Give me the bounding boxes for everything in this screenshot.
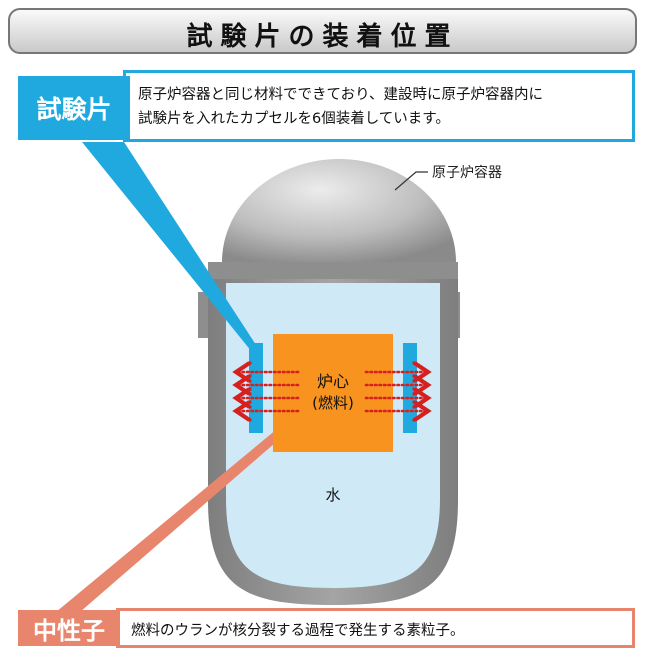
specimen-description-line2: 試験片を入れたカプセルを6個装着しています。 — [138, 111, 450, 127]
title-bar: 試験片の装着位置 — [8, 8, 637, 54]
specimen-capsule-left — [249, 343, 263, 433]
specimen-description-line1: 原子炉容器と同じ材料でできており、建設時に原子炉容器内に — [138, 87, 543, 103]
neutron-pointer — [56, 424, 290, 612]
specimen-pointer — [82, 142, 258, 352]
page-title: 試験片の装着位置 — [186, 22, 459, 52]
vessel-callout-line — [394, 171, 428, 191]
neutron-description: 燃料のウランが核分裂する過程で発生する素粒子。 — [131, 623, 465, 639]
neutron-arrows-left — [236, 372, 300, 411]
core-sublabel: (燃料) — [312, 394, 354, 412]
water-label: 水 — [325, 486, 340, 504]
neutron-label: 中性子 — [18, 610, 120, 646]
specimen-label: 試験片 — [18, 76, 130, 140]
specimen-description-box: 原子炉容器と同じ材料でできており、建設時に原子炉容器内に 試験片を入れたカプセル… — [123, 70, 635, 142]
specimen-description: 原子炉容器と同じ材料でできており、建設時に原子炉容器内に 試験片を入れたカプセル… — [138, 83, 624, 131]
vessel-dome — [222, 159, 456, 262]
reactor-core — [273, 334, 393, 452]
specimen-capsule-right — [403, 343, 417, 433]
neutron-description-box: 燃料のウランが核分裂する過程で発生する素粒子。 — [116, 608, 635, 648]
neutron-arrows-right — [364, 372, 428, 411]
vessel-flange — [208, 262, 458, 279]
core-label: 炉心 — [317, 372, 349, 391]
vessel-label: 原子炉容器 — [432, 165, 502, 181]
